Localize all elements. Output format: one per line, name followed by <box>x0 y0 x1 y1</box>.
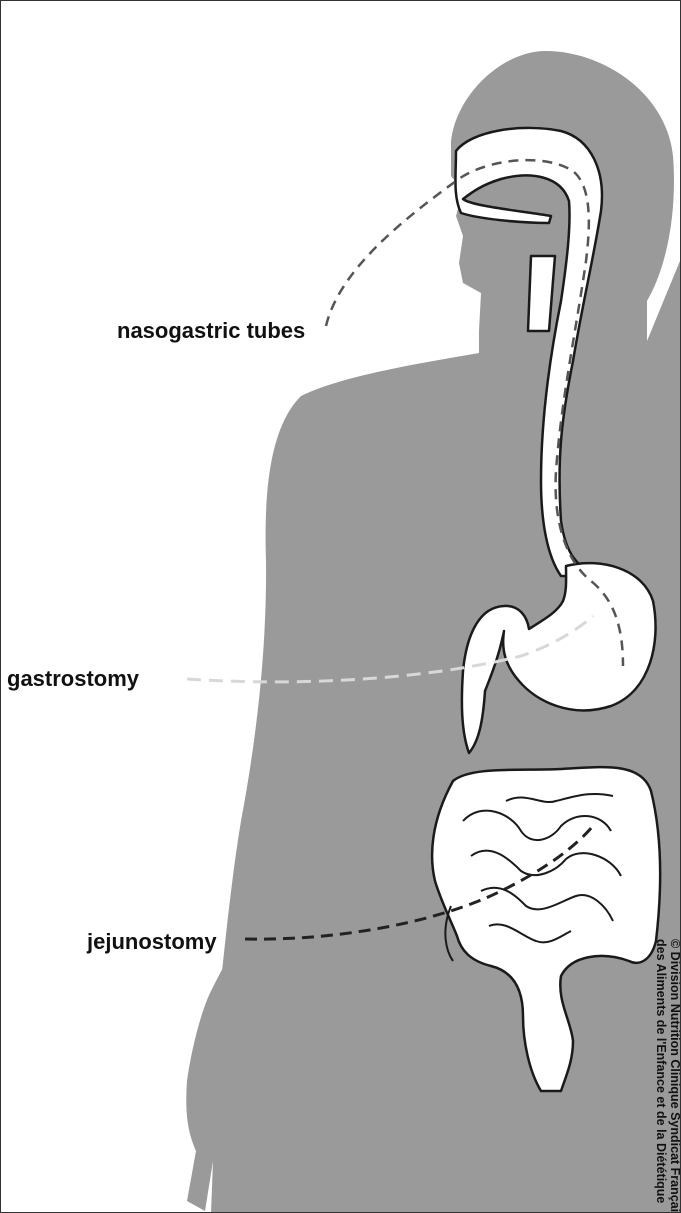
trachea <box>528 256 555 331</box>
jejunostomy-label: jejunostomy <box>87 929 217 955</box>
credit-line-2: des Aliments de l'Enfance et de la Diété… <box>654 939 668 1213</box>
credit-line-1: © Division Nutrition Clinique Syndicat F… <box>668 939 681 1213</box>
gastrostomy-label: gastrostomy <box>7 666 139 692</box>
copyright-credit: © Division Nutrition Clinique Syndicat F… <box>654 939 681 1213</box>
nasogastric-label: nasogastric tubes <box>117 318 305 344</box>
